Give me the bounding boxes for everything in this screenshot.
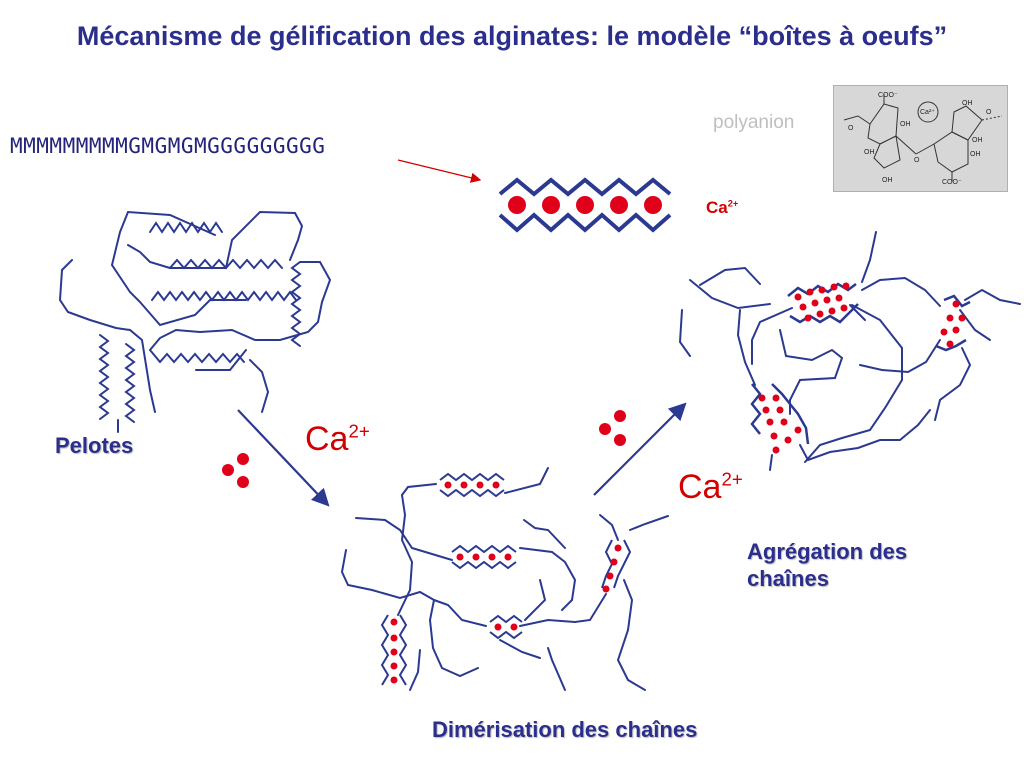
structure-label: OH [962,100,973,107]
polyanion-label: polyanion [713,112,795,133]
alginate-structure-drawing: COO⁻ OH OH O OH Ca²⁺ OH OH OH COO⁻ O O [843,92,1003,186]
structure-label: O [986,109,992,116]
label-agregation-line1: Agrégation des [747,539,908,564]
label-agregation-line2: chaînes [747,566,829,591]
aggregation-network [678,231,1021,471]
ca-label-egg-box: Ca2+ [706,198,739,217]
egg-box-ions [508,196,662,214]
egg-box-detail [498,177,672,233]
structure-label: OH [882,177,893,184]
process-arrow-dimerisation [237,409,330,507]
structure-label: OH [900,121,911,128]
free-calcium-ions [222,410,626,488]
pelotes-coils [58,210,332,433]
process-arrow-aggregation [593,402,687,496]
structure-label: COO⁻ [942,179,962,186]
structure-label: OH [972,137,983,144]
ca-label-aggregation: Ca2+ [678,468,743,506]
dimer-ions [390,481,622,684]
structure-label: O [848,125,854,132]
polyanion-structure-image: COO⁻ OH OH O OH Ca²⁺ OH OH OH COO⁻ O O [833,85,1008,192]
slide-title: Mécanisme de gélification des alginates:… [76,21,948,51]
aggregation-ions [758,282,966,454]
label-agregation: Agrégation des chaînes [747,538,907,592]
monomer-sequence: MMMMMMMMMGMGMGMGGGGGGGGG [10,134,326,158]
label-dimerisation: Dimérisation des chaînes [432,717,698,742]
structure-label: O [914,157,920,164]
ca-label-dimerisation: Ca2+ [305,420,370,458]
dimerisation-network [340,467,669,691]
structure-label: OH [864,149,875,156]
structure-label: COO⁻ [878,92,898,99]
sequence-arrow [397,159,482,183]
structure-label: OH [970,151,981,158]
dimer-junctions [380,472,632,686]
structure-label: Ca²⁺ [920,109,935,116]
label-pelotes: Pelotes [55,433,134,458]
